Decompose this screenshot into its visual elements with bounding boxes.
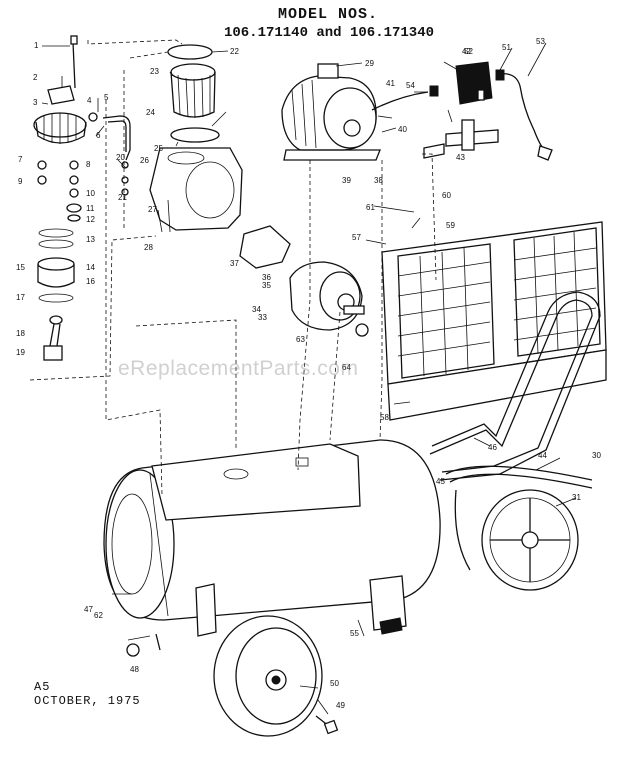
part-cylinder-head (33, 112, 87, 144)
callout-label: 63 (296, 335, 305, 344)
callout-label: 8 (86, 160, 91, 169)
callout-label: 7 (18, 155, 23, 164)
callout-label: 60 (442, 191, 451, 200)
callout-label: 27 (148, 205, 157, 214)
callout-label: 22 (230, 47, 239, 56)
callout-label: 4 (87, 96, 92, 105)
revision-date: OCTOBER, 1975 (34, 694, 141, 708)
callout-label: 37 (230, 259, 239, 268)
part-small-hardware (37, 112, 131, 222)
callout-label: 25 (154, 144, 163, 153)
callout-label: 16 (86, 277, 95, 286)
callout-label: 6 (96, 131, 101, 140)
part-drain-valve (126, 633, 161, 657)
callout-label: 40 (398, 125, 407, 134)
callout-label: 15 (16, 263, 25, 272)
callout-label: 38 (374, 176, 383, 185)
part-air-tank (103, 439, 441, 621)
callout-label: 59 (446, 221, 455, 230)
callout-label: 64 (342, 363, 351, 372)
callout-label: 30 (592, 451, 601, 460)
callout-label: 17 (16, 293, 25, 302)
callout-label: 55 (350, 629, 359, 638)
callout-label: 31 (572, 493, 581, 502)
callout-label: 46 (488, 443, 497, 452)
callout-label: 51 (502, 43, 511, 52)
callout-label: 9 (18, 177, 23, 186)
callout-label: 5 (104, 93, 109, 102)
part-tank-feet (195, 575, 407, 637)
callout-label: 3 (33, 98, 38, 107)
callout-label: 45 (436, 477, 445, 486)
callout-label: 18 (16, 329, 25, 338)
callout-label: 24 (146, 108, 155, 117)
callout-label: 61 (366, 203, 375, 212)
part-piston-rings (37, 228, 75, 303)
part-filter-assembly (167, 44, 220, 143)
part-cylinder-block (149, 147, 243, 233)
callout-label: 47 (84, 605, 93, 614)
callout-label: 35 (262, 281, 271, 290)
page-title: MODEL NOS. (277, 6, 378, 23)
callout-label: 21 (118, 193, 127, 202)
part-tee-fitting (423, 119, 499, 159)
callout-label: 53 (536, 37, 545, 46)
callout-label: 52 (464, 47, 473, 56)
callout-label: 62 (94, 611, 103, 620)
callout-label: 14 (86, 263, 95, 272)
exploded-view-drawing (29, 35, 607, 737)
callout-label: 20 (116, 153, 125, 162)
callout-label: 42 (462, 47, 471, 56)
callout-label: 13 (86, 235, 95, 244)
part-dipstick (70, 35, 78, 89)
callout-label: 12 (86, 215, 95, 224)
callout-label: 54 (406, 81, 415, 90)
callout-label: 2 (33, 73, 38, 82)
callout-label: 1 (34, 41, 39, 50)
callout-label: 28 (144, 243, 153, 252)
callout-label: 49 (336, 701, 345, 710)
callout-label: 29 (365, 59, 374, 68)
callout-labels: 1 2 3 4 5 6 7 8 9 10 11 12 13 14 15 16 1… (16, 37, 601, 710)
callout-leaders (41, 42, 577, 715)
callout-label: 57 (352, 233, 361, 242)
callout-label: 34 (252, 305, 261, 314)
callout-label: 48 (130, 665, 139, 674)
part-crankcase (239, 225, 369, 337)
part-block (47, 85, 75, 105)
callout-label: 50 (330, 679, 339, 688)
model-numbers: 106.171140 and 106.171340 (223, 25, 435, 41)
assembly-guide-lines (29, 39, 437, 497)
callout-label: 58 (380, 413, 389, 422)
callout-label: 36 (262, 273, 271, 282)
callout-label: 44 (538, 451, 547, 460)
revision-code: A5 (34, 680, 51, 694)
callout-label: 10 (86, 189, 95, 198)
part-wheel (213, 615, 339, 737)
callout-label: 26 (140, 156, 149, 165)
part-pressure-switch (429, 61, 553, 161)
part-flywheel (445, 465, 593, 591)
part-motor (281, 63, 429, 161)
callout-label: 43 (456, 153, 465, 162)
part-connecting-rod (43, 315, 63, 361)
callout-label: 39 (342, 176, 351, 185)
callout-label: 23 (150, 67, 159, 76)
part-handle (429, 291, 601, 481)
callout-label: 41 (386, 79, 395, 88)
callout-label: 33 (258, 313, 267, 322)
callout-label: 11 (86, 204, 95, 213)
part-belt-guard (381, 221, 607, 421)
callout-label: 19 (16, 348, 25, 357)
